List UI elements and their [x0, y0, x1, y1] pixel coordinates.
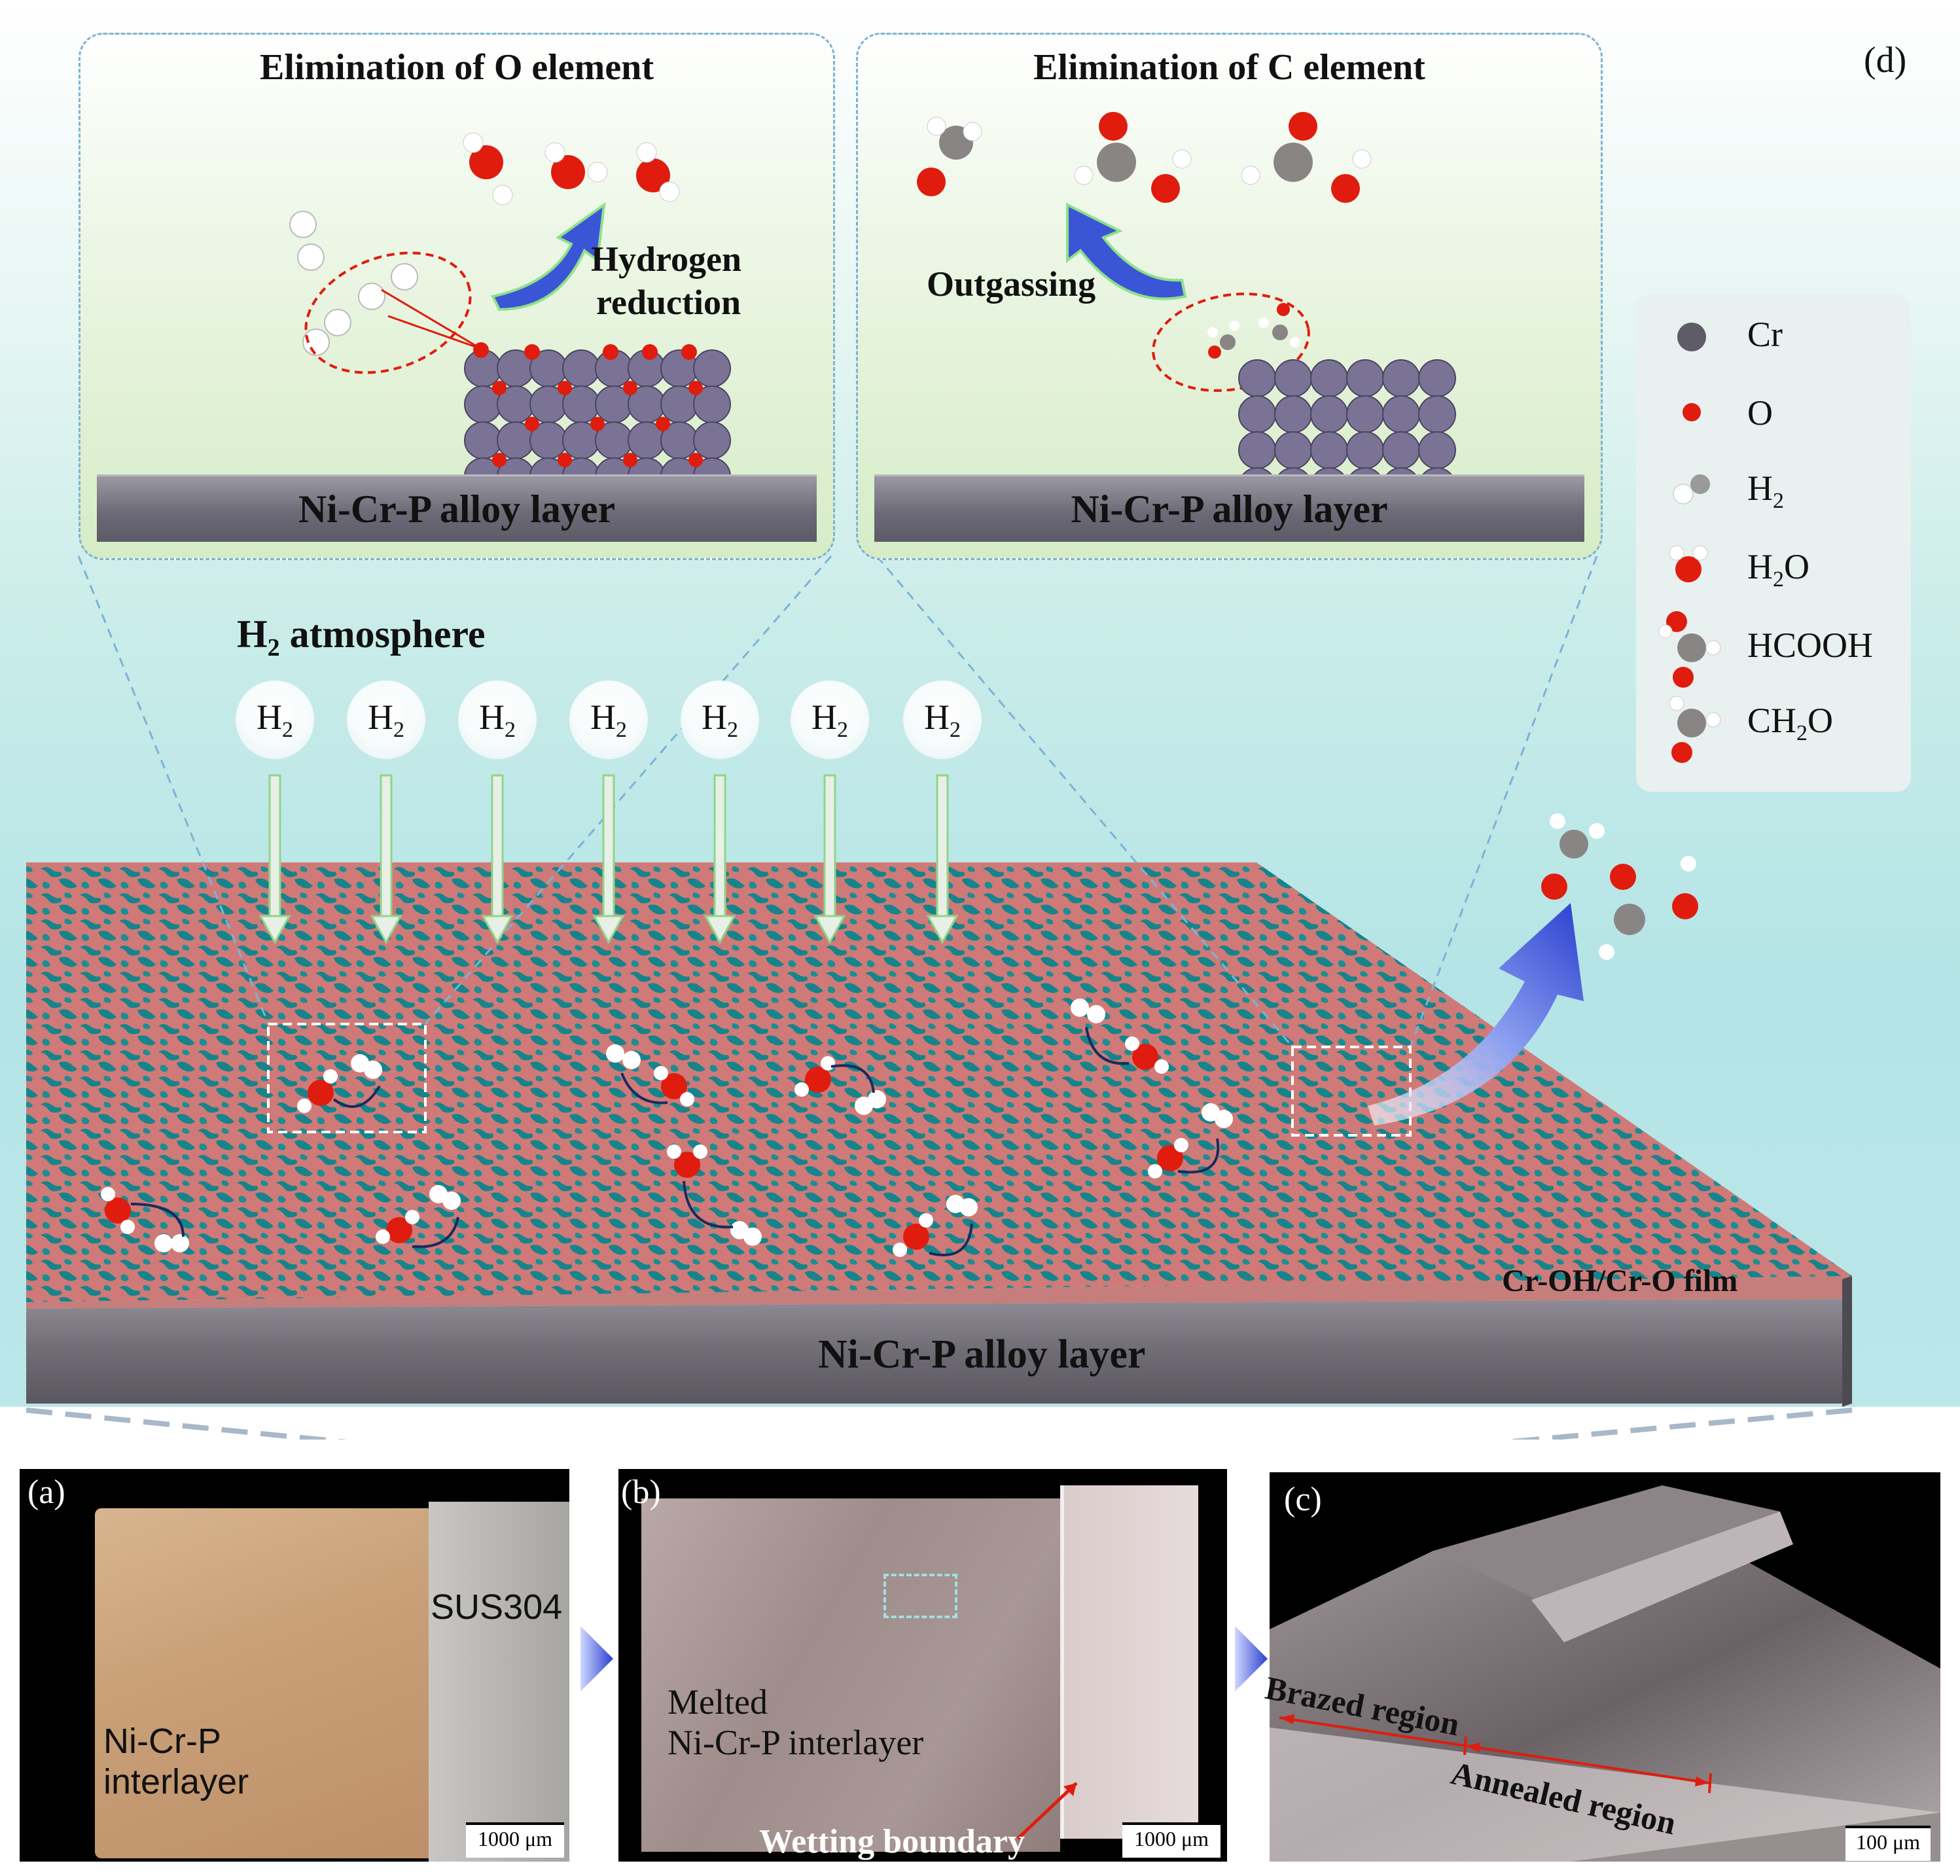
arrow-b-to-c-icon [1235, 1626, 1268, 1691]
wetting-region [1060, 1485, 1198, 1839]
inset-right-alloy-layer: Ni-Cr-P alloy layer [874, 474, 1584, 542]
sus304-sample [429, 1502, 569, 1862]
left-zoom-box [267, 1023, 427, 1133]
panel-a: (a) SUS304 Ni-Cr-P interlayer 1000 μm [20, 1469, 569, 1862]
inset-carbon-elimination: Elimination of C element Outgassing Ni-C… [856, 33, 1603, 560]
panel-a-scale-bar: 1000 μm [466, 1822, 564, 1858]
panel-b-zoom-box [883, 1574, 957, 1618]
legend-label-h2: H2 [1747, 469, 1784, 513]
h2-bubble: H2 [903, 681, 982, 759]
h2-molecule-icon [1673, 474, 1710, 504]
interlayer-label: Ni-Cr-P interlayer [103, 1722, 249, 1801]
inset-right-title: Elimination of C element [1033, 47, 1425, 88]
panel-d-label: (d) [1864, 40, 1907, 80]
film-label: Cr-OH/Cr-O film [1502, 1264, 1738, 1298]
h2-arrows [258, 774, 959, 945]
h2-bubble: H2 [236, 681, 314, 759]
legend-label-cr: Cr [1747, 315, 1783, 354]
h2-bubble: H2 [569, 681, 648, 759]
legend-label-h2o: H2O [1747, 547, 1809, 592]
legend-label-hcooh: HCOOH [1747, 626, 1874, 665]
outgassed-molecules [1541, 813, 1698, 960]
scene-plate-svg [26, 556, 1853, 1440]
panel-b-scale-bar: 1000 μm [1122, 1822, 1221, 1858]
panel-a-label: (a) [27, 1474, 65, 1511]
outgassing-arrow [1368, 903, 1584, 1125]
wetting-boundary-label: Wetting boundary [759, 1823, 1025, 1860]
ch2o-molecule-icon [1669, 696, 1721, 763]
h2-bubble: H2 [347, 681, 425, 759]
panel-c-photo-svg [1270, 1485, 1940, 1862]
legend: Cr O H2 H2O HCOOH CH2O [1636, 294, 1911, 792]
o-atom-icon [1683, 403, 1701, 421]
interlayer-sample [95, 1508, 448, 1858]
outgassing-label: Outgassing [927, 264, 1096, 304]
h2-bubble: H2 [681, 681, 759, 759]
film-surface [26, 862, 1852, 1302]
inset-left-title: Elimination of O element [260, 47, 654, 88]
panel-c: (c) Brazed region Annealed region 100 μm [1262, 1472, 1940, 1862]
h2-bubble: H2 [791, 681, 869, 759]
arrow-a-to-b-icon [580, 1626, 613, 1691]
inset-left-alloy-layer: Ni-Cr-P alloy layer [97, 474, 817, 542]
legend-label-o: O [1747, 393, 1773, 433]
substrate-label: Ni-Cr-P alloy layer [818, 1332, 1146, 1377]
panel-c-label: (c) [1284, 1481, 1322, 1518]
substrate-face [26, 1299, 1852, 1404]
h2o-molecule-icon [1669, 545, 1708, 582]
hydrogen-reduction-label: Hydrogen reduction [591, 239, 742, 322]
melted-interlayer-label: Melted Ni-Cr-P interlayer [668, 1682, 924, 1762]
panel-b-label: (b) [621, 1474, 661, 1511]
zoom-lines [77, 556, 1598, 1048]
melted-interlayer [641, 1498, 1060, 1852]
panel-c-scale-bar: 100 μm [1845, 1826, 1931, 1861]
sus304-label: SUS304 [431, 1587, 563, 1627]
panel-zoom-lines [26, 1407, 1853, 1440]
boundary-pointer-arrow [1016, 1782, 1078, 1840]
legend-icons-svg [1658, 323, 1721, 763]
surface-molecules [101, 999, 1233, 1257]
panel-b: (b) Melted Ni-Cr-P interlayer Wetting bo… [618, 1469, 1227, 1862]
atmosphere-label: H2 atmosphere [237, 612, 486, 662]
legend-label-ch2o: CH2O [1747, 701, 1834, 745]
h2-bubble: H2 [458, 681, 537, 759]
right-zoom-box [1291, 1046, 1412, 1137]
hcooh-molecule-icon [1658, 611, 1721, 688]
region-arrows [1279, 1714, 1712, 1794]
cr-atom-icon [1677, 323, 1706, 351]
inset-oxygen-elimination: Elimination of O element [79, 33, 835, 560]
